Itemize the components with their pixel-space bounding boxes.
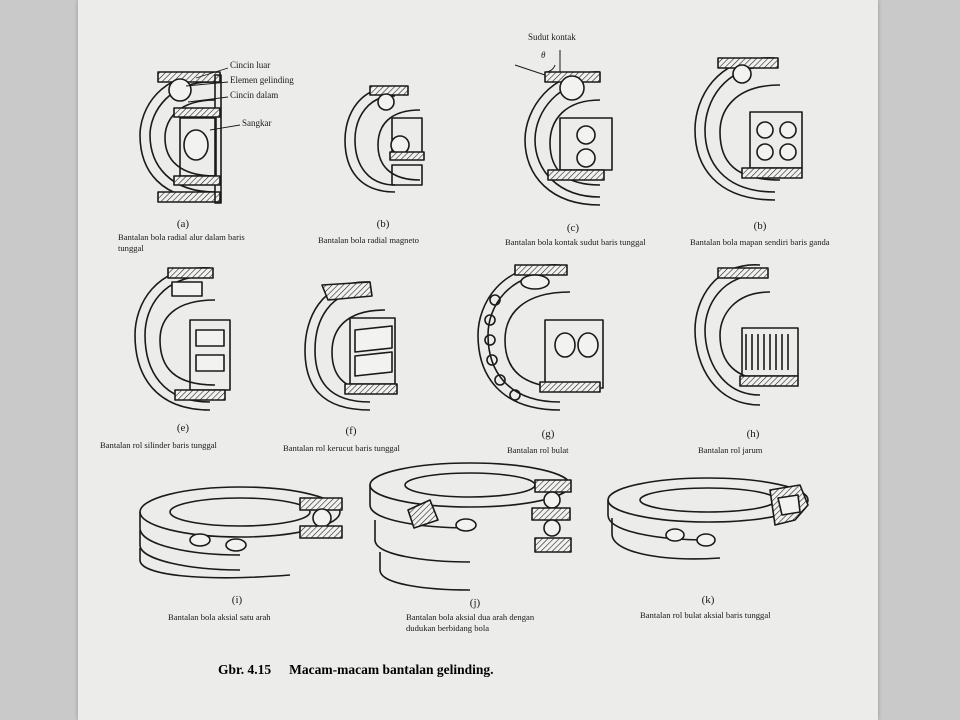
bearing-d-letter: (b) bbox=[753, 220, 767, 232]
bearing-f-letter: (f) bbox=[345, 425, 357, 437]
bearing-h-caption: Bantalan rol jarum bbox=[698, 445, 763, 455]
bearing-h-letter: (h) bbox=[746, 428, 760, 440]
label-cage: Sangkar bbox=[242, 118, 272, 128]
bearing-a-caption: Bantalan bola radial alur dalam baris tu… bbox=[118, 232, 245, 253]
bearing-b-letter: (b) bbox=[376, 218, 390, 230]
label-theta: θ bbox=[541, 50, 546, 60]
bearing-a-drawing bbox=[139, 71, 222, 204]
label-contact-angle: Sudut kontak bbox=[528, 32, 576, 42]
bearing-j-letter: (j) bbox=[469, 597, 481, 609]
bearing-d-caption: Bantalan bola mapan sendiri baris ganda bbox=[690, 237, 830, 247]
bearing-g-caption: Bantalan rol bulat bbox=[507, 445, 569, 455]
bearing-d-drawing bbox=[694, 57, 803, 201]
bearing-i-letter: (i) bbox=[231, 594, 243, 606]
bearing-e-caption: Bantalan rol silinder baris tunggal bbox=[100, 440, 217, 450]
label-outer-ring: Cincin luar bbox=[230, 60, 271, 70]
bearing-g-drawing bbox=[477, 264, 604, 411]
bearing-a-letter: (a) bbox=[176, 218, 190, 230]
bearing-f-caption: Bantalan rol kerucut baris tunggal bbox=[283, 443, 400, 453]
bearing-b-drawing bbox=[344, 85, 425, 193]
bearing-c-letter: (c) bbox=[566, 222, 580, 234]
bearing-j-caption: Bantalan bola aksial dua arah dengan dud… bbox=[406, 612, 535, 633]
label-leaders bbox=[185, 67, 241, 131]
bearing-e-drawing bbox=[134, 267, 231, 411]
bearing-b-caption: Bantalan bola radial magneto bbox=[318, 235, 419, 245]
bearing-c-drawing bbox=[514, 50, 613, 206]
label-inner-ring: Cincin dalam bbox=[230, 90, 279, 100]
bearing-c-caption: Bantalan bola kontak sudut baris tunggal bbox=[505, 237, 646, 247]
figure-caption: Gbr. 4.15 Macam-macam bantalan gelinding. bbox=[218, 662, 494, 678]
bearing-i-caption: Bantalan bola aksial satu arah bbox=[168, 612, 271, 622]
bearing-h-drawing bbox=[694, 264, 799, 406]
figure-number: Gbr. 4.15 bbox=[218, 662, 272, 677]
bearing-k-caption: Bantalan rol bulat aksial baris tunggal bbox=[640, 610, 771, 620]
bearing-i-drawing bbox=[139, 486, 343, 579]
bearing-g-letter: (g) bbox=[541, 428, 555, 440]
bearing-e-letter: (e) bbox=[176, 422, 190, 434]
bearing-f-drawing bbox=[304, 281, 398, 411]
bearing-k-drawing bbox=[607, 477, 809, 560]
figure-title: Macam-macam bantalan gelinding. bbox=[289, 662, 494, 677]
label-rolling-element: Elemen gelinding bbox=[230, 75, 294, 85]
bearing-j-drawing bbox=[369, 462, 572, 591]
bearing-k-letter: (k) bbox=[701, 594, 715, 606]
